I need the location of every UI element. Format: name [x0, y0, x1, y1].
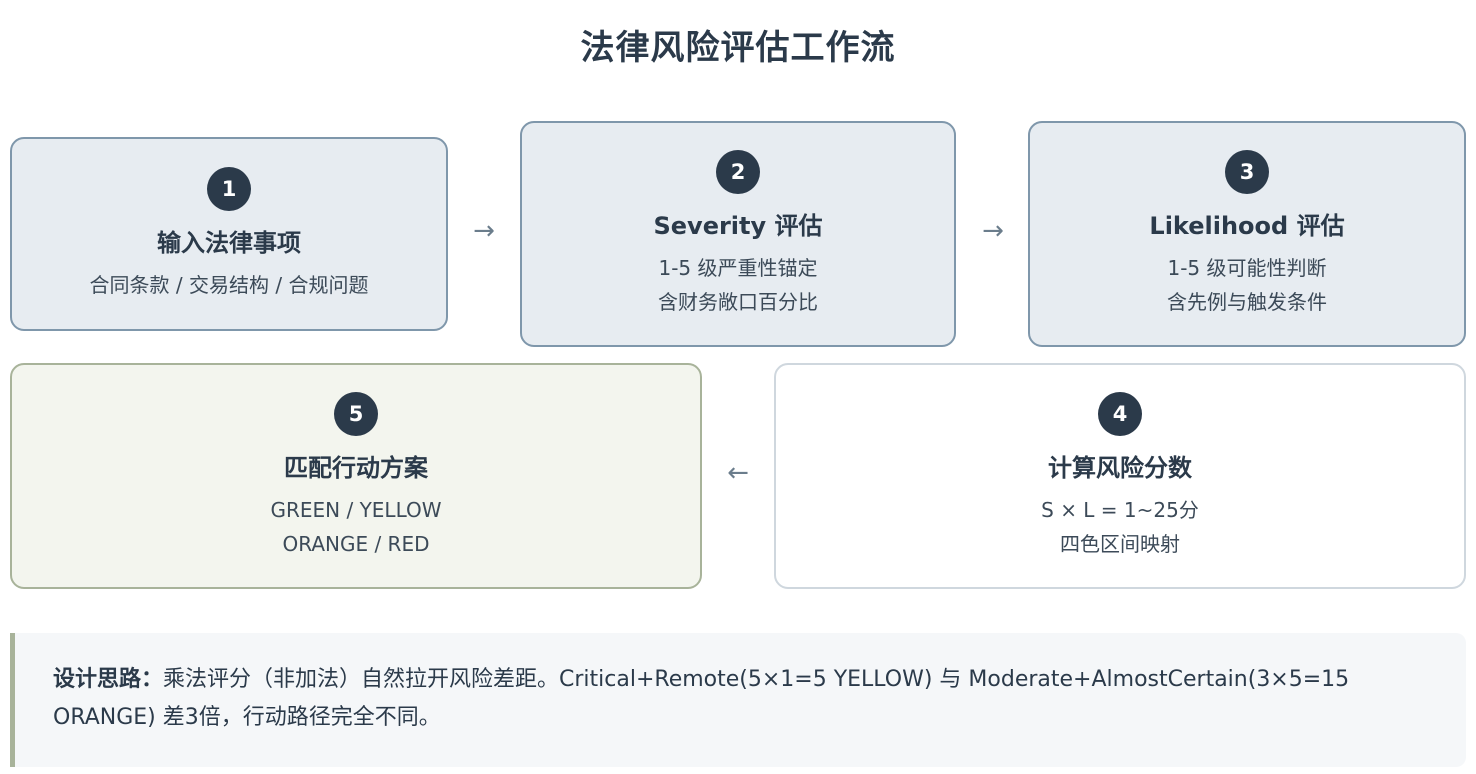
- step-card-1: 1 输入法律事项 合同条款 / 交易结构 / 合规问题: [10, 137, 448, 331]
- step-number-badge: 1: [207, 166, 251, 211]
- step-description: S × L = 1~25分: [1041, 497, 1199, 522]
- step-title: 匹配行动方案: [284, 453, 428, 482]
- page-title: 法律风险评估工作流: [580, 28, 896, 68]
- step-description: GREEN / YELLOW: [270, 497, 442, 522]
- step-description: 1-5 级可能性判断: [1167, 255, 1327, 280]
- step-card-3: 3 Likelihood 评估 1-5 级可能性判断 含先例与触发条件: [1028, 121, 1466, 347]
- step-number-badge: 5: [334, 391, 378, 436]
- design-note-text: 乘法评分（非加法）自然拉开风险差距。Critical+Remote(5×1=5 …: [53, 667, 1350, 730]
- step-title: Severity 评估: [653, 211, 823, 240]
- step-title: Likelihood 评估: [1149, 211, 1345, 240]
- step-description: 含先例与触发条件: [1167, 289, 1327, 314]
- step-card-4: 4 计算风险分数 S × L = 1~25分 四色区间映射: [774, 363, 1466, 589]
- design-note: 设计思路：乘法评分（非加法）自然拉开风险差距。Critical+Remote(5…: [10, 633, 1466, 767]
- step-number-badge: 3: [1225, 149, 1269, 194]
- step-title: 输入法律事项: [157, 228, 301, 257]
- step-card-5: 5 匹配行动方案 GREEN / YELLOW ORANGE / RED: [10, 363, 702, 589]
- step-description: 四色区间映射: [1060, 531, 1180, 556]
- step-description: ORANGE / RED: [282, 531, 430, 556]
- step-description: 1-5 级严重性锚定: [658, 255, 818, 280]
- design-note-label: 设计思路：: [53, 667, 164, 692]
- arrow-right-icon: →: [473, 216, 495, 246]
- step-description: 含财务敞口百分比: [658, 289, 818, 314]
- step-number-badge: 2: [716, 149, 760, 194]
- arrow-left-icon: ←: [727, 458, 749, 488]
- step-card-2: 2 Severity 评估 1-5 级严重性锚定 含财务敞口百分比: [520, 121, 956, 347]
- arrow-right-icon: →: [982, 216, 1004, 246]
- step-number-badge: 4: [1098, 391, 1142, 436]
- step-description: 合同条款 / 交易结构 / 合规问题: [89, 272, 369, 297]
- step-title: 计算风险分数: [1048, 453, 1192, 482]
